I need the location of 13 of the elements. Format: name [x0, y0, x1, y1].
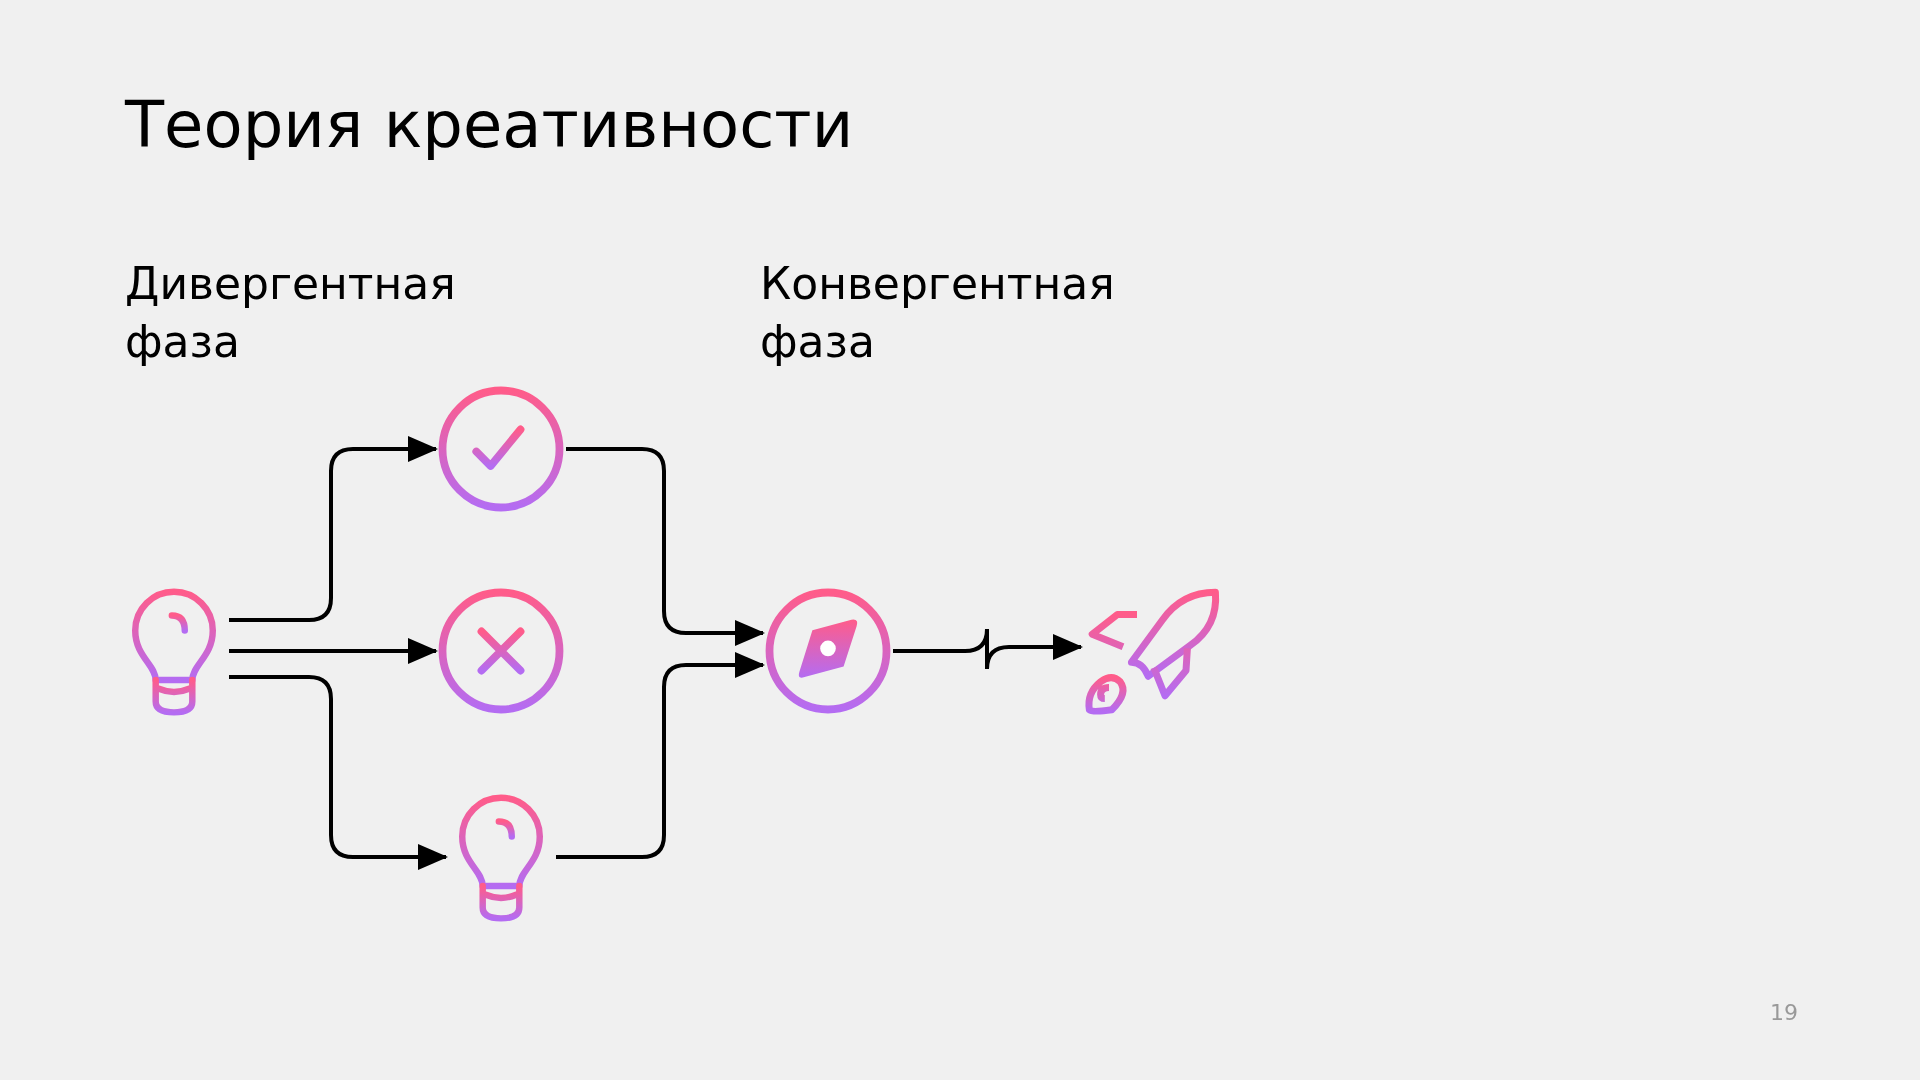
- cross-circle-icon: [436, 586, 566, 716]
- phase-heading: Дивергентная фаза: [125, 257, 457, 369]
- check-circle-icon: [436, 384, 566, 514]
- arrow: [566, 447, 765, 646]
- arrow: [229, 436, 438, 622]
- arrow: [556, 652, 765, 859]
- slide-title: Теория креативности: [125, 88, 854, 162]
- compass-icon: [763, 586, 893, 716]
- phase-heading: Конвергентная фаза: [760, 257, 1116, 369]
- arrow: [229, 675, 448, 870]
- page-number: 19: [1770, 1000, 1798, 1025]
- arrow: [893, 627, 1083, 671]
- arrow: [229, 638, 438, 664]
